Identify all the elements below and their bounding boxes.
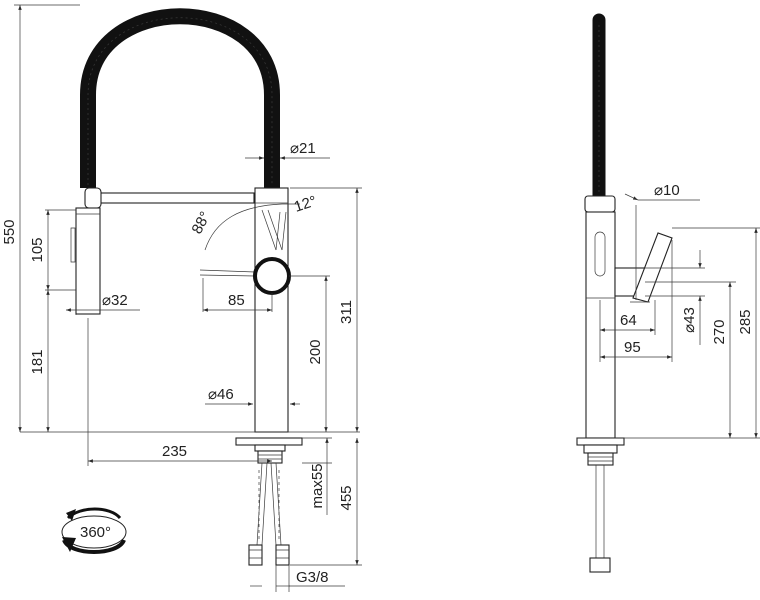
side-faucet-body [585, 211, 616, 439]
dim-connection-thread: G3/8 [296, 569, 329, 586]
spring-hose [80, 8, 280, 188]
dim-spray-head-height: 105 [29, 237, 46, 262]
dim-side-handle-depth: 64 [620, 312, 637, 329]
dim-side-lever-height: 285 [737, 309, 754, 334]
dim-hose-diameter: ⌀21 [290, 140, 316, 157]
side-lever [632, 232, 673, 303]
dim-side-handle-diameter: ⌀43 [681, 307, 698, 333]
dim-side-axis-height: 270 [711, 319, 728, 344]
supply-hoses [256, 462, 282, 546]
dim-max-mount: max55 [309, 463, 326, 508]
side-view: ⌀10 64 95 ⌀43 270 285 [576, 13, 760, 573]
front-view: 550 105 181 ⌀32 ⌀21 12° 88° 85 200 311 [1, 4, 362, 592]
holder-arm [95, 192, 255, 204]
dim-body-height: 311 [338, 300, 355, 324]
dim-angle-swing: 88° [189, 209, 215, 237]
dim-spray-head-diameter: ⌀32 [102, 292, 128, 309]
spray-head [75, 207, 101, 315]
dim-angle-upper: 12° [292, 193, 319, 216]
dim-handle-height: 200 [307, 339, 324, 364]
dim-hose-length: 455 [338, 485, 355, 510]
base-flange [235, 437, 303, 446]
dim-spray-base-height: 181 [29, 349, 46, 374]
dim-side-axis-diameter: ⌀10 [654, 182, 680, 199]
dim-base-diameter: ⌀46 [208, 386, 234, 403]
dim-total-height: 550 [1, 219, 18, 244]
rotation-label: 360° [80, 524, 111, 541]
rotation-360-icon: 360° [61, 507, 127, 554]
handle-knob [253, 257, 291, 295]
dim-reach: 235 [162, 443, 187, 460]
dim-handle-length: 85 [228, 292, 245, 309]
dim-side-body-depth: 95 [624, 339, 641, 356]
